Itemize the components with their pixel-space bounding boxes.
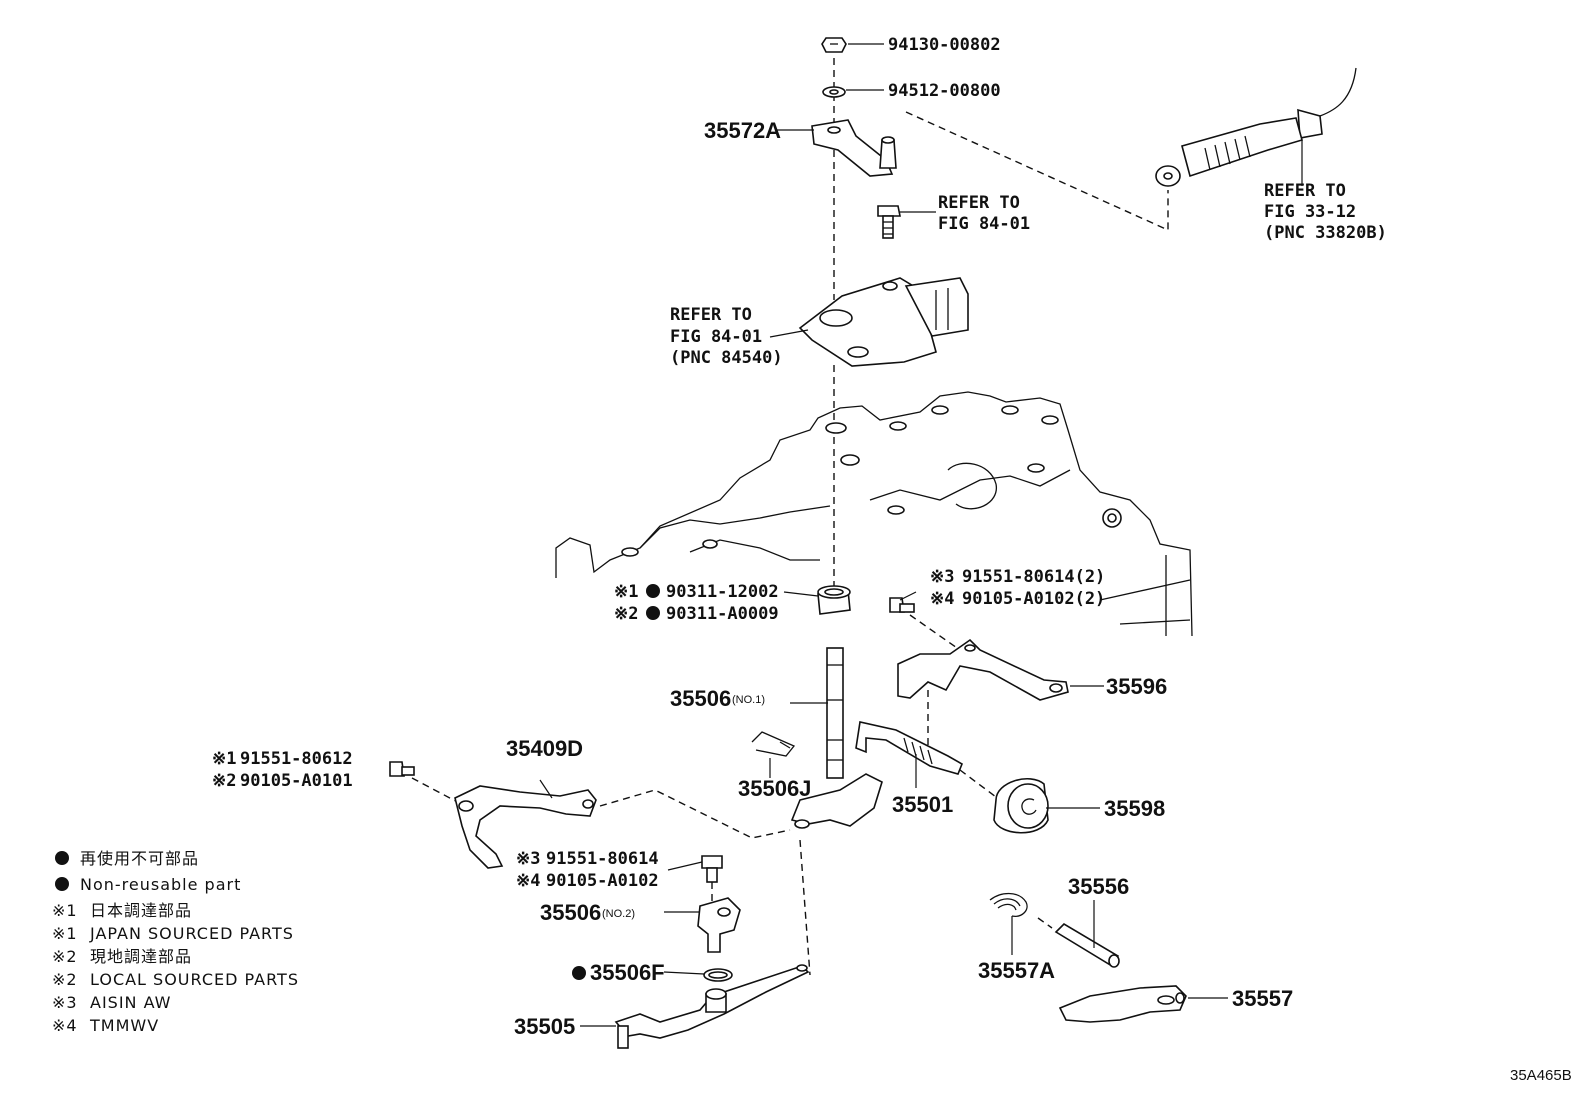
o-ring-35506F-icon: [703, 968, 733, 982]
leader-lines: [539, 43, 1228, 1027]
bracket-35596-icon: [897, 638, 1069, 701]
bolt-dash-line: [909, 614, 961, 651]
marker-oil-seal-1: ※1: [614, 582, 638, 602]
marker-oil-seal-2: ※2: [614, 604, 638, 624]
pin-dash-line: [1037, 917, 1053, 929]
marker-mid-bolt-3: ※3: [516, 849, 540, 869]
legend-mark-6: ※2: [52, 970, 78, 989]
oil-seal-icon: [817, 585, 851, 615]
marker-bolt-3: ※3: [930, 567, 954, 587]
legend-dot-icon: [55, 851, 69, 865]
legend-mark-7: ※3: [52, 993, 78, 1012]
label-91551-80612: 91551-80612: [240, 749, 353, 769]
non-reusable-dot-icon: [646, 606, 660, 620]
callout-labels: 94130-00802 94512-00800 35572A REFER TO …: [212, 35, 1387, 1039]
figure-id: 35A465B: [1510, 1067, 1572, 1084]
lower-shaft-dash-line: [799, 839, 811, 976]
legend-mark-3: ※1: [52, 901, 78, 920]
clip-35506J-icon: [751, 731, 796, 757]
legend-line-3: 日本調達部品: [90, 901, 192, 920]
rod-35501-icon: [855, 721, 964, 775]
label-refer-switch-1: REFER TO: [670, 305, 752, 325]
label-90311-A0009: 90311-A0009: [666, 604, 779, 624]
spring-dash-line: [959, 769, 1001, 801]
label-35506F: 35506F: [590, 960, 665, 985]
bolt-left-icon: [389, 761, 415, 777]
label-91551-80614: 91551-80614: [546, 849, 659, 869]
neutral-switch-icon: [798, 277, 969, 367]
label-90105-A0102-2: 90105-A0102(2): [962, 589, 1105, 609]
label-35506J: 35506J: [738, 776, 811, 801]
label-90105-A0102: 90105-A0102: [546, 871, 659, 891]
label-35505: 35505: [514, 1014, 575, 1039]
spring-35557A-icon: [989, 892, 1028, 955]
marker-bolt-4: ※4: [930, 589, 954, 609]
transmission-housing-icon: [555, 391, 1193, 637]
assembly-lines: [411, 58, 1169, 976]
detent-35506-no2-icon: [697, 897, 741, 953]
label-refer-cable-2: FIG 33-12: [1264, 202, 1356, 222]
lever-35505-icon: [614, 964, 810, 1049]
bolt-91551-80614-icon: [889, 597, 915, 613]
switch-bolt-icon: [877, 205, 901, 239]
legend-mark-4: ※1: [52, 924, 78, 943]
label-90311-12002: 90311-12002: [666, 582, 779, 602]
label-35572A: 35572A: [704, 118, 781, 143]
label-refer-top-1: REFER TO: [938, 193, 1020, 213]
label-90105-A0101: 90105-A0101: [240, 771, 353, 791]
legend-line-1: 再使用不可部品: [80, 849, 199, 868]
label-35506-no2: 35506: [540, 900, 601, 925]
legend-line-8: TMMWV: [89, 1016, 159, 1035]
legend-line-2: Non-reusable part: [80, 875, 241, 894]
label-35506-no1: 35506: [670, 686, 731, 711]
label-refer-cable-3: (PNC 33820B): [1264, 223, 1387, 243]
non-reusable-dot-icon: [572, 966, 586, 980]
legend: 再使用不可部品 Non-reusable part ※1 日本調達部品 ※1 J…: [52, 849, 299, 1035]
washer-94512-icon: [822, 86, 846, 98]
label-35409D: 35409D: [506, 736, 583, 761]
bolt-mid-icon: [701, 855, 723, 883]
lever-35409D-icon: [454, 785, 597, 869]
label-94130-00802: 94130-00802: [888, 35, 1001, 55]
label-refer-switch-3: (PNC 84540): [670, 348, 783, 368]
label-94512-00800: 94512-00800: [888, 81, 1001, 101]
lever-35572A-icon: [811, 119, 897, 177]
marker-left-bolt-1: ※1: [212, 749, 236, 769]
marker-left-bolt-2: ※2: [212, 771, 236, 791]
label-35598: 35598: [1104, 796, 1165, 821]
legend-line-7: AISIN AW: [90, 993, 171, 1012]
bolt-94130-icon: [821, 37, 847, 53]
label-no2-note: (NO.2): [602, 908, 635, 920]
legend-line-5: 現地調達部品: [90, 947, 192, 966]
label-35557: 35557: [1232, 986, 1293, 1011]
lever-dash-line: [599, 789, 791, 839]
label-91551-80614-2: 91551-80614(2): [962, 567, 1105, 587]
cable-dash-line: [905, 111, 1169, 232]
legend-dot-icon: [55, 877, 69, 891]
legend-mark-5: ※2: [52, 947, 78, 966]
label-35556: 35556: [1068, 874, 1129, 899]
legend-mark-8: ※4: [52, 1016, 78, 1035]
pin-35556-icon: [1054, 900, 1120, 968]
non-reusable-dot-icon: [646, 584, 660, 598]
label-refer-switch-2: FIG 84-01: [670, 327, 762, 347]
roller-35598-icon: [993, 778, 1049, 834]
label-35596: 35596: [1106, 674, 1167, 699]
label-35501: 35501: [892, 792, 953, 817]
label-refer-cable-1: REFER TO: [1264, 181, 1346, 201]
label-no1-note: (NO.1): [732, 694, 765, 706]
shift-cable-icon: [1155, 67, 1357, 187]
label-35557A: 35557A: [978, 958, 1055, 983]
lever-35557-icon: [1058, 985, 1187, 1023]
legend-line-4: JAPAN SOURCED PARTS: [89, 924, 294, 943]
label-refer-top-2: FIG 84-01: [938, 214, 1030, 234]
marker-mid-bolt-4: ※4: [516, 871, 540, 891]
shaft-35506-icon: [790, 647, 883, 829]
legend-line-6: LOCAL SOURCED PARTS: [90, 970, 299, 989]
